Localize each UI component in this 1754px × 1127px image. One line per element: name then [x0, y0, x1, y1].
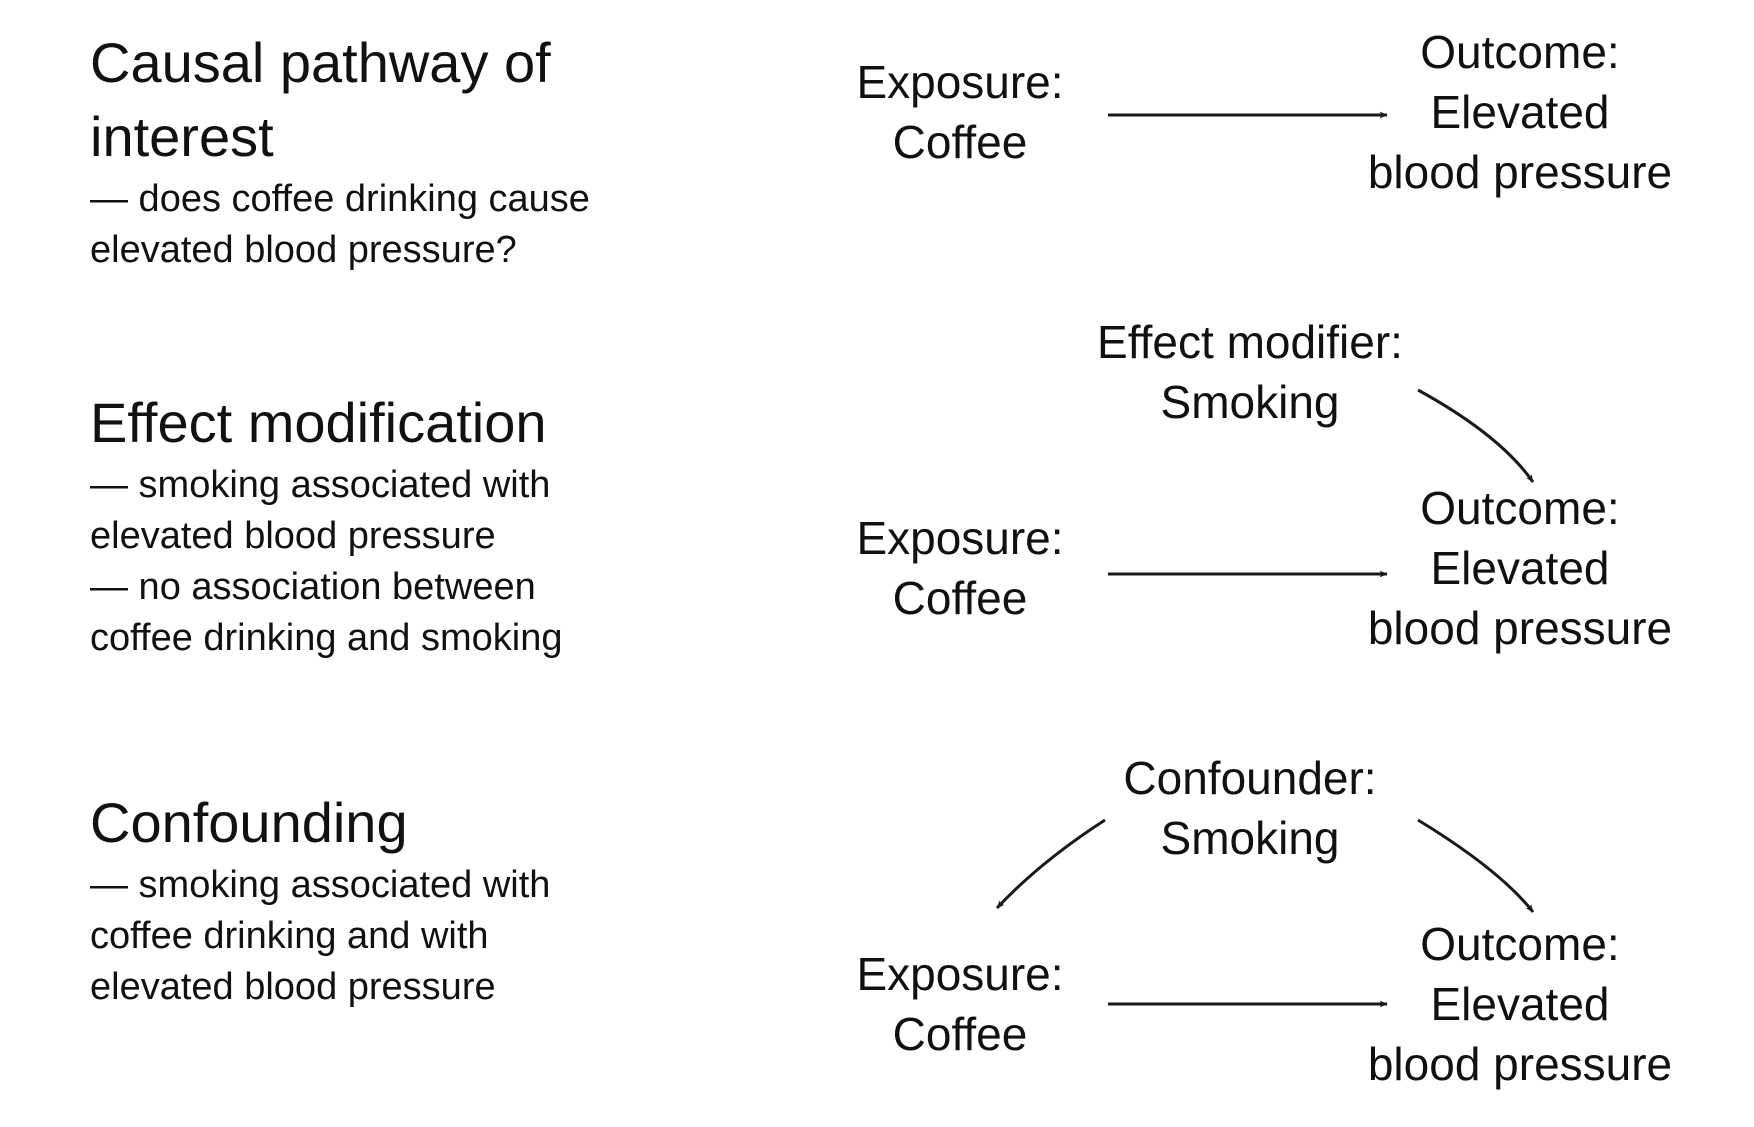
- outcome-value-line-2: blood pressure: [1367, 146, 1673, 198]
- confounder-to-exposure-arrow: [995, 818, 1106, 910]
- effect-modifier-label: Effect modifier:: [1097, 316, 1403, 368]
- confounding-outcome-node: Outcome: Elevated blood pressure: [1350, 914, 1690, 1094]
- exposure-label: Exposure:: [856, 948, 1064, 1000]
- confounder-node: Confounder: Smoking: [1080, 748, 1420, 868]
- confounder-value: Smoking: [1160, 812, 1340, 864]
- outcome-value-line-2: blood pressure: [1367, 1038, 1673, 1090]
- effect-modification-exposure-node: Exposure: Coffee: [840, 508, 1080, 628]
- exposure-value: Coffee: [892, 1008, 1028, 1060]
- confounding-desc-line-3: elevated blood pressure: [90, 966, 496, 1008]
- effect-modifier-value: Smoking: [1160, 376, 1340, 428]
- exposure-label: Exposure:: [856, 512, 1064, 564]
- confounding-desc-line-2: coffee drinking and with: [90, 915, 489, 957]
- effect-modifier-to-outcome-arrow: [1417, 388, 1535, 483]
- exposure-value: Coffee: [892, 116, 1028, 168]
- causal-pathway-outcome-node: Outcome: Elevated blood pressure: [1350, 22, 1690, 202]
- effect-modifier-node: Effect modifier: Smoking: [1080, 312, 1420, 432]
- confounding-description: Confounding — smoking associated with co…: [90, 786, 630, 1013]
- effect-modification-desc-line-3: — no association between: [90, 566, 536, 608]
- causal-pathway-title: Causal pathway of interest: [90, 31, 551, 168]
- confounding-desc-line-1: — smoking associated with: [90, 864, 551, 906]
- confounder-to-outcome-arrow: [1417, 818, 1535, 913]
- outcome-value-line-2: blood pressure: [1367, 602, 1673, 654]
- causal-pathway-desc-line-1: — does coffee drinking cause: [90, 178, 590, 220]
- effect-modification-description: Effect modification — smoking associated…: [90, 386, 730, 664]
- outcome-value-line-1: Elevated: [1430, 978, 1610, 1030]
- outcome-value-line-1: Elevated: [1430, 542, 1610, 594]
- effect-modification-desc-line-2: elevated blood pressure: [90, 515, 496, 557]
- outcome-label: Outcome:: [1420, 918, 1620, 970]
- outcome-label: Outcome:: [1420, 482, 1620, 534]
- confounding-exposure-node: Exposure: Coffee: [840, 944, 1080, 1064]
- effect-modification-desc-line-4: coffee drinking and smoking: [90, 617, 563, 659]
- exposure-label: Exposure:: [856, 56, 1064, 108]
- outcome-label: Outcome:: [1420, 26, 1620, 78]
- confounder-label: Confounder:: [1123, 752, 1377, 804]
- exposure-value: Coffee: [892, 572, 1028, 624]
- effect-modification-desc-line-1: — smoking associated with: [90, 464, 551, 506]
- effect-modification-outcome-node: Outcome: Elevated blood pressure: [1350, 478, 1690, 658]
- outcome-value-line-1: Elevated: [1430, 86, 1610, 138]
- causal-pathway-description: Causal pathway of interest — does coffee…: [90, 26, 630, 276]
- effect-modification-title: Effect modification: [90, 391, 547, 454]
- confounding-title: Confounding: [90, 791, 408, 854]
- causal-pathway-desc-line-2: elevated blood pressure?: [90, 229, 517, 271]
- causal-pathway-exposure-node: Exposure: Coffee: [840, 52, 1080, 172]
